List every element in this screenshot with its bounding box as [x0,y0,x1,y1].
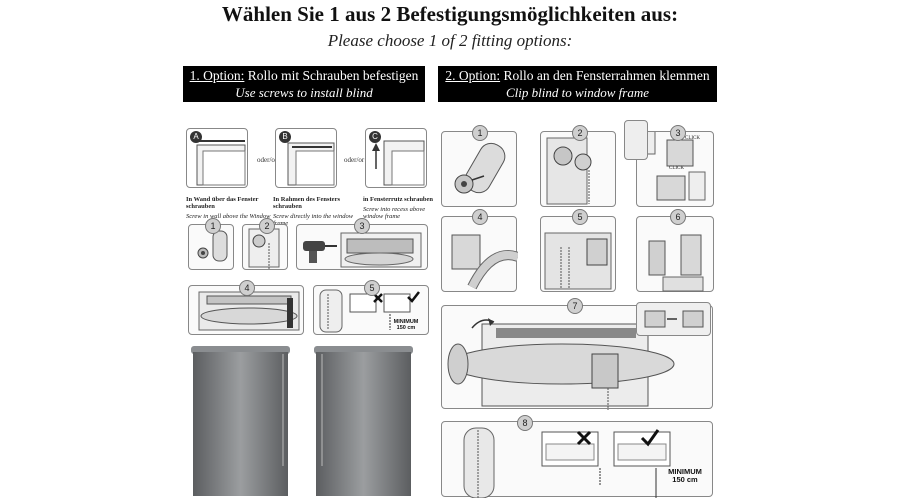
option2-step-4-panel [441,216,518,292]
page-title: Wählen Sie 1 aus 2 Befestigungsmöglichke… [221,2,679,26]
option2-label-en: Clip blind to window frame [505,85,649,100]
page-subtitle: Please choose 1 of 2 fitting options: [327,31,573,50]
option2-step-1-number: 1 [472,125,488,141]
option2-step-6-number: 6 [670,209,686,225]
variant-a-title-de: In Wand über das Fenster schrauben [186,196,259,210]
drill-icon [303,241,337,263]
option1-step-5-number: 5 [364,280,380,296]
option2-step-3-inset [624,120,648,160]
option2-step-1-panel [441,131,517,207]
option1-step-3-number: 3 [354,218,370,234]
option2-step-7-inset [636,302,711,336]
option2-step-8-number: 8 [517,415,533,431]
option2-step-5-number: 5 [572,209,588,225]
variant-b-title-de: In Rahmen des Fensters schrauben [273,196,340,210]
variant-b-diagram [275,128,337,188]
option2-click-label-1: CLICK [685,136,700,141]
window-corner-illustration [287,142,335,186]
option2-banner: 2. Option: Rollo an den Fensterrahmen kl… [438,66,717,102]
cross-mark-icon [373,293,383,303]
oder-label-1: oder/or [257,156,278,164]
option2-minimum-label: MINIMUM 150 cm [668,467,702,484]
roller-blind-image-1 [189,346,292,496]
option2-step-4-number: 4 [472,209,488,225]
option1-step-2-panel [242,224,288,270]
option2-step-2-number: 2 [572,125,588,141]
option2-step-7-number: 7 [567,298,583,314]
option1-step-4-number: 4 [239,280,255,296]
window-corner-illustration [372,140,425,186]
option1-label-de: Rollo mit Schrauben befestigen [244,68,419,83]
variant-c-letter: C [369,131,381,143]
option1-minimum-label: MINIMUM 150 cm [393,319,419,331]
option1-step-1-number: 1 [205,218,221,234]
option1-label-prefix: 1. Option: [189,68,245,83]
cross-mark-icon [576,430,592,446]
variant-a-diagram [186,128,248,188]
option2-click-label-2: CLICK [669,166,684,171]
option2-step-2-panel [540,131,616,207]
option1-step-2-number: 2 [259,218,275,234]
variant-b-title-en: Screw directly into the window frame [273,213,354,227]
option1-step-3-panel [296,224,428,270]
variant-b-letter: B [279,131,291,143]
variant-a-title-en: Screw in wall above the Window [186,213,271,220]
option2-label-de: Rollo an den Fensterrahmen klemmen [500,68,710,83]
variant-c-title-de: in Fensterrutz schrauben [363,196,434,203]
roller-blind-image-2 [312,346,415,496]
option2-step-8-panel [441,421,713,498]
check-mark-icon [640,429,660,447]
option2-step-3-panel: CLICK CLICK [636,131,714,207]
variant-c-title-en: Screw into recess above window frame [363,206,426,220]
option2-step-6-panel [636,216,714,292]
option1-label-en: Use screws to install blind [235,85,373,100]
option2-step-3-number: 3 [670,125,686,141]
option1-banner: 1. Option: Rollo mit Schrauben befestige… [183,66,425,102]
window-corner-illustration [196,140,246,186]
check-mark-icon [407,291,420,303]
option2-step-5-panel [540,216,616,292]
option2-label-prefix: 2. Option: [445,68,501,83]
oder-label-2: oder/or [344,156,365,164]
variant-a-letter: A [190,131,202,143]
